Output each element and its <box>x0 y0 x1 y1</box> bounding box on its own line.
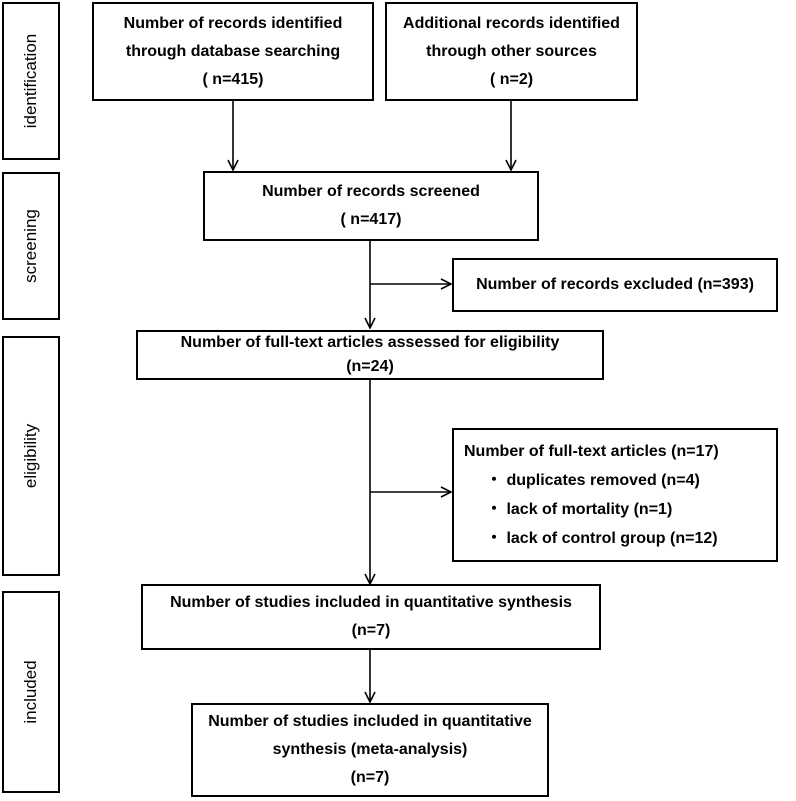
exclusion-reason-duplicates: ・ duplicates removed (n=4) <box>486 472 700 489</box>
records-screened-count: ( n=417) <box>340 211 402 228</box>
records-excluded-box: Number of records excluded (n=393) <box>452 258 778 312</box>
stage-identification: identification <box>2 2 60 160</box>
fulltext-assessed-count: (n=24) <box>346 358 394 375</box>
meta-analysis-line2: synthesis (meta-analysis) <box>272 741 468 758</box>
stage-screening: screening <box>2 172 60 320</box>
database-records-count: ( n=415) <box>202 70 264 88</box>
other-records-line2: through other sources <box>426 42 597 60</box>
records-screened-line1: Number of records screened <box>262 183 480 200</box>
stage-eligibility: eligibility <box>2 336 60 576</box>
stage-included: included <box>2 591 60 793</box>
meta-analysis-line1: Number of studies included in quantitati… <box>208 713 532 730</box>
meta-analysis-count: (n=7) <box>350 769 390 786</box>
exclusion-reason-mortality: ・ lack of mortality (n=1) <box>486 501 673 518</box>
fulltext-assessed-box: Number of full-text articles assessed fo… <box>136 330 604 380</box>
database-records-line1: Number of records identified <box>123 14 343 32</box>
fulltext-excluded-title: Number of full-text articles (n=17) <box>464 443 719 460</box>
exclusion-reason-control-group: ・ lack of control group (n=12) <box>486 530 718 547</box>
records-screened-box: Number of records screened ( n=417) <box>203 171 539 241</box>
quantitative-synthesis-box: Number of studies included in quantitati… <box>141 584 601 650</box>
fulltext-excluded-box: Number of full-text articles (n=17) ・ du… <box>452 428 778 562</box>
meta-analysis-box: Number of studies included in quantitati… <box>191 703 549 797</box>
other-records-box: Additional records identified through ot… <box>385 2 638 101</box>
database-records-box: Number of records identified through dat… <box>92 2 374 101</box>
fulltext-assessed-line1: Number of full-text articles assessed fo… <box>180 334 560 351</box>
quantitative-synthesis-count: (n=7) <box>351 622 391 639</box>
other-records-count: ( n=2) <box>489 70 534 88</box>
other-records-line1: Additional records identified <box>403 14 620 32</box>
database-records-line2: through database searching <box>125 42 341 60</box>
records-excluded-label: Number of records excluded (n=393) <box>476 276 754 293</box>
quantitative-synthesis-line1: Number of studies included in quantitati… <box>170 594 572 611</box>
